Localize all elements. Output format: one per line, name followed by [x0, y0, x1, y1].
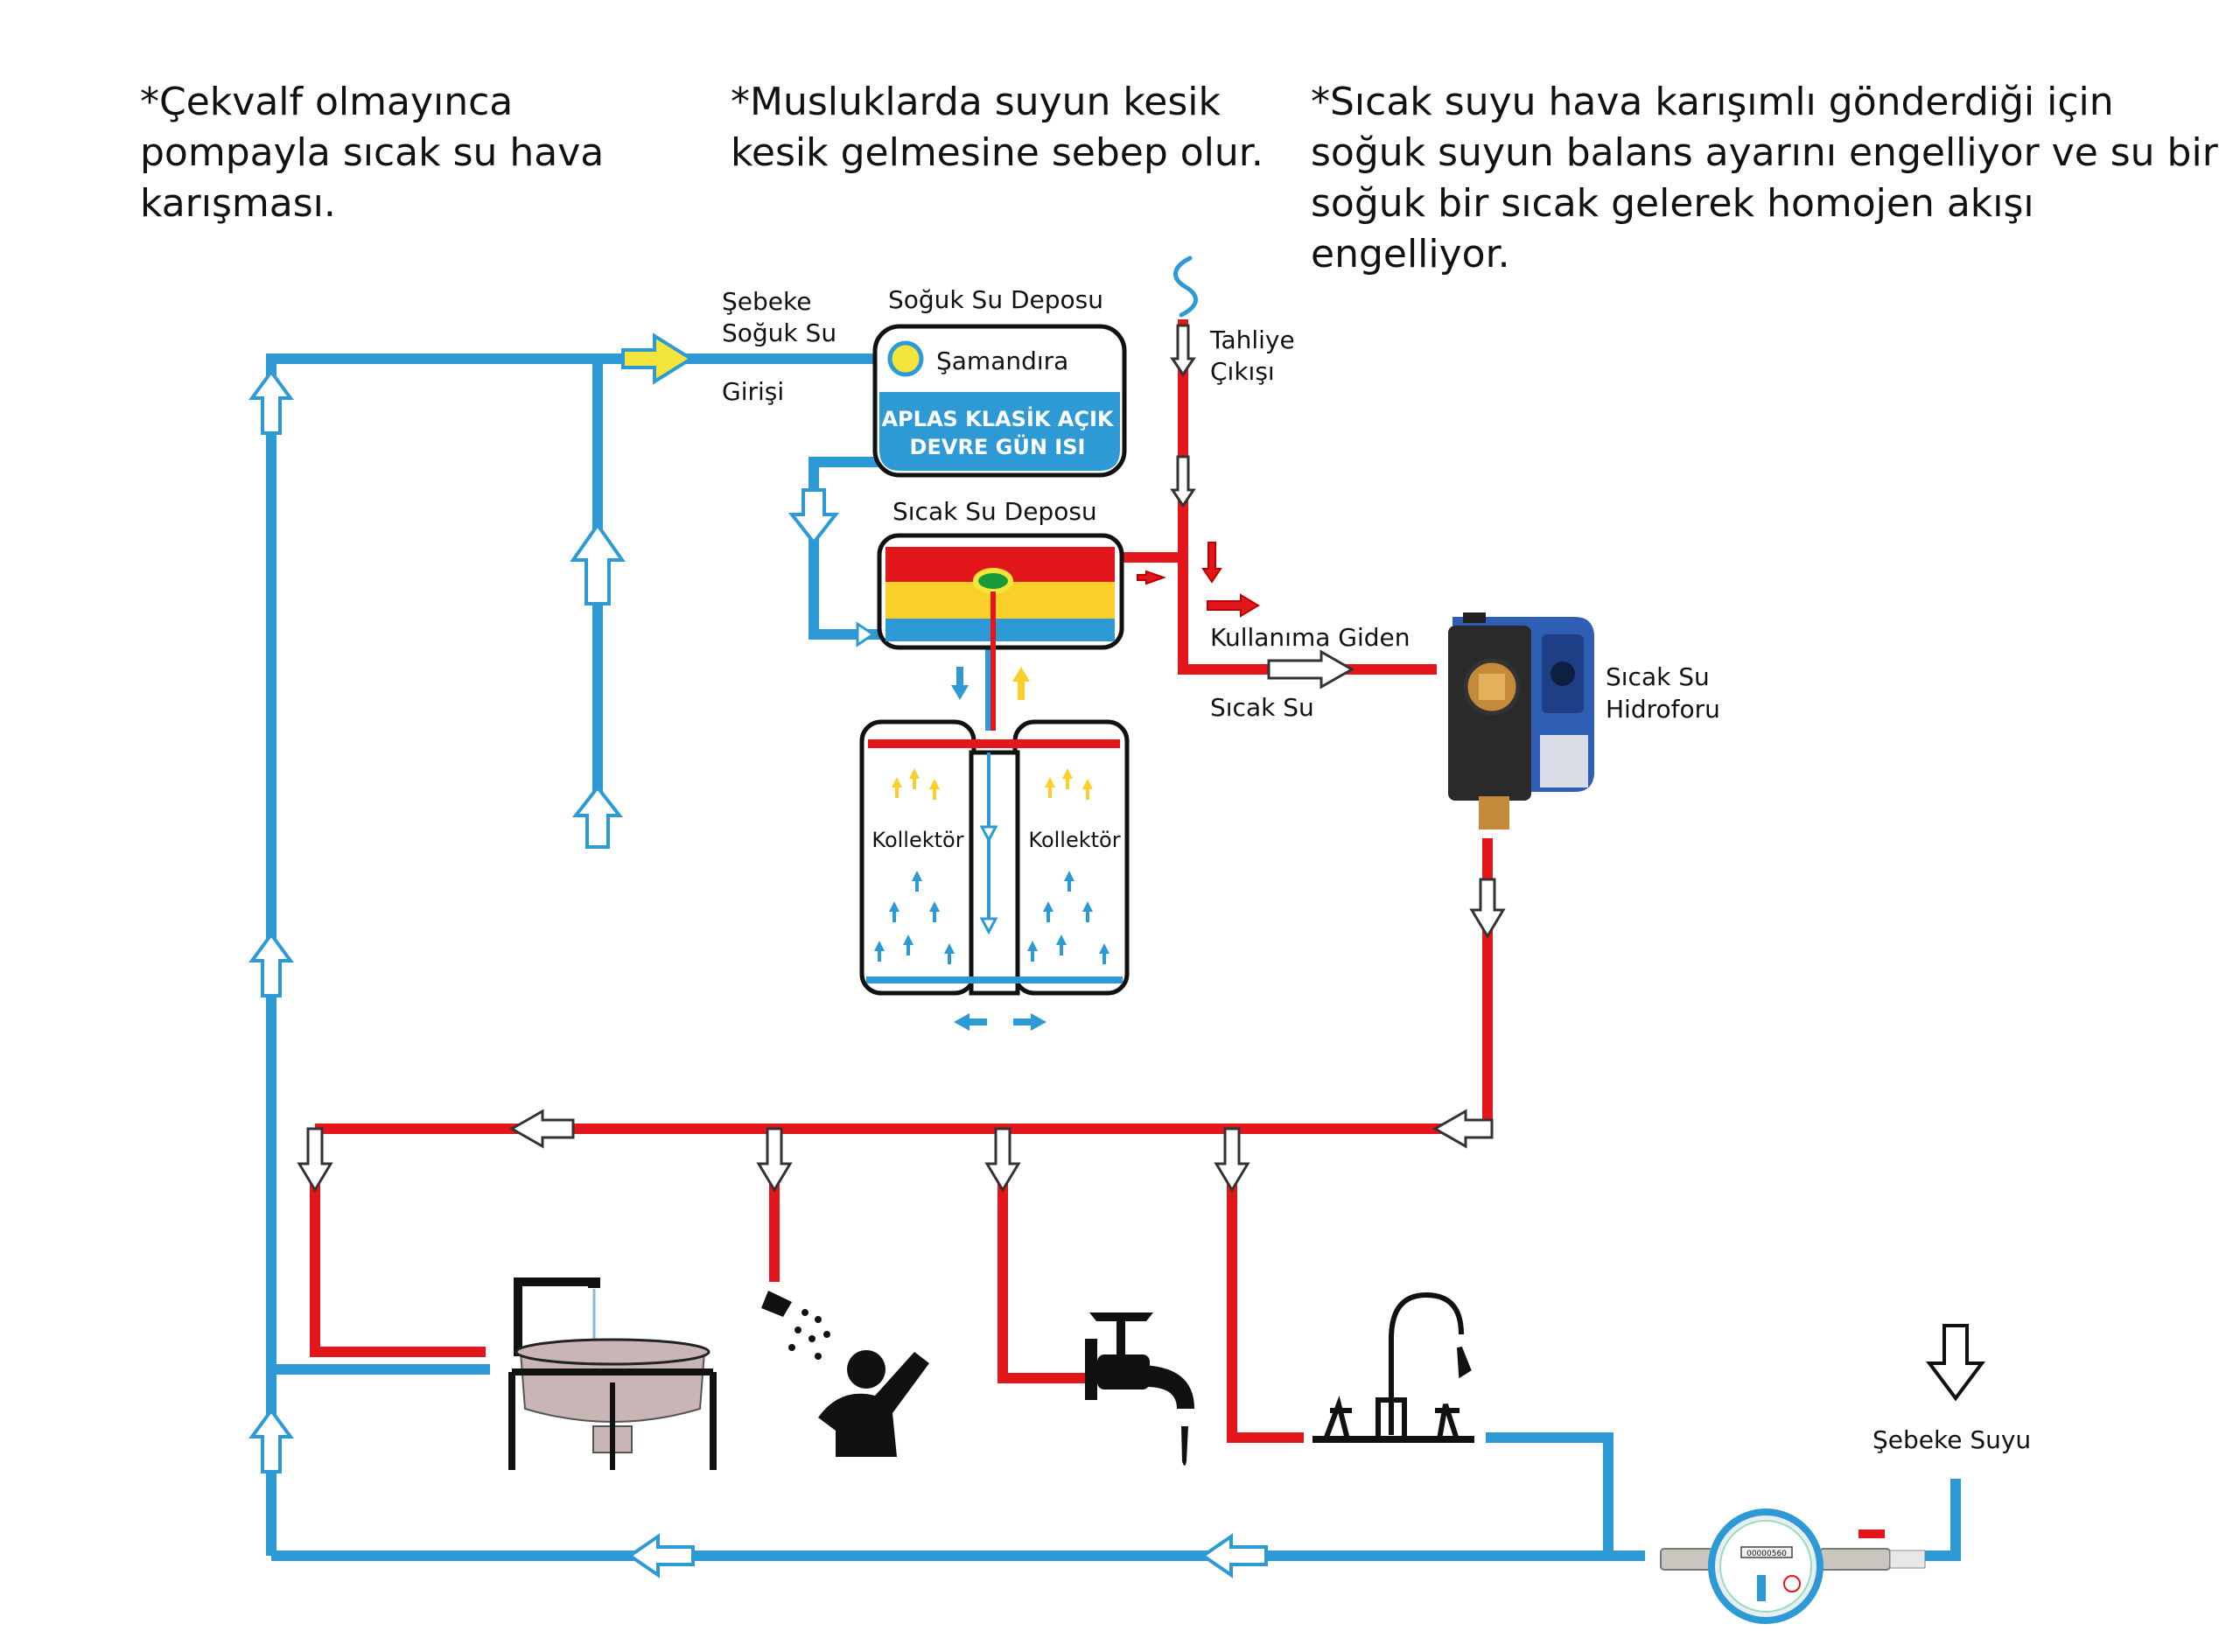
diagram-labels: Şebeke Soğuk Su Girişi Soğuk Su Deposu S…: [722, 285, 2031, 1454]
float-label: Şamandıra: [936, 346, 1068, 375]
cold-tank-water: [879, 392, 1120, 471]
meter-digits: 00000560: [1746, 1550, 1787, 1558]
cold-tank-label: Soğuk Su Deposu: [888, 285, 1103, 314]
cold-layer: [886, 619, 1115, 641]
heater-inlet-arrow: [856, 621, 876, 648]
collector-water-arrows: [874, 871, 1110, 1031]
note-taps: *Musluklarda suyun kesik kesik gelmesine…: [731, 80, 1264, 175]
up-flow-arrow: [1012, 667, 1030, 700]
collector-left-label: Kollektör: [872, 828, 963, 852]
cold-water-tank: Şamandıra APLAS KLASİK AÇIK DEVRE GÜN IS…: [872, 324, 1127, 478]
wall-faucet-icon: [1085, 1312, 1194, 1466]
down-flow-arrow: [951, 667, 969, 700]
to-use-label: Kullanıma Giden: [1210, 623, 1410, 652]
tap-hot-pipe: [998, 1129, 1085, 1383]
mains-label-1: Şebeke: [722, 287, 811, 316]
system-label-2: DEVRE GÜN ISI: [910, 433, 1086, 459]
red-flow-arrows: [1137, 542, 1260, 618]
hot-water-booster-pump-icon: [1448, 612, 1594, 830]
mains-inlet-pipe: [1925, 1479, 1961, 1561]
mains-inlet-arrow: [621, 332, 695, 385]
collector-heat-arrows: [892, 768, 1093, 800]
hot-water-tank: [877, 533, 1124, 731]
mains-water-arrow: [1926, 1324, 1985, 1402]
system-label-1: APLAS KLASİK AÇIK: [881, 406, 1114, 431]
flow-arrows-up: [248, 368, 626, 1474]
tank-inlet-ring: [973, 568, 1013, 594]
drain-label-1: Tahliye: [1209, 326, 1295, 354]
float-icon: [887, 340, 924, 377]
sink-cold-pipe: [1486, 1432, 1614, 1556]
hot-water-label: Sıcak Su: [1210, 693, 1314, 722]
sink-hot-pipe: [1227, 1129, 1304, 1443]
flow-arrows-left: [626, 1533, 1268, 1578]
wash-basin-icon: [508, 1278, 717, 1470]
tank-to-heater-pipe: [808, 457, 888, 640]
shower-person-icon: [761, 1291, 929, 1457]
note-balance: *Sıcak suyu hava karışımlı gönderdiği iç…: [1311, 80, 2218, 276]
mains-water-label: Şebeke Suyu: [1872, 1425, 2031, 1454]
vapor-icon: [1173, 256, 1198, 318]
hot-flow-arrows: [297, 324, 1506, 1193]
mains-label-2: Soğuk Su: [722, 318, 836, 347]
collector-middle: [969, 750, 1020, 996]
note-checkvalve: *Çekvalf olmayınca pompayla sıcak su hav…: [140, 80, 605, 226]
pump-label-1: Sıcak Su: [1606, 662, 1710, 691]
sink-faucet-icon: [1312, 1292, 1474, 1443]
hot-tank-label: Sıcak Su Deposu: [892, 497, 1097, 526]
mains-label-3: Girişi: [722, 377, 784, 406]
drain-label-2: Çıkışı: [1210, 357, 1275, 386]
tank-down-arrow: [788, 488, 840, 546]
collector-right-label: Kollektör: [1028, 828, 1120, 852]
pump-label-2: Hidroforu: [1606, 695, 1720, 724]
basin-hot-pipe: [310, 1129, 486, 1357]
water-meter-icon: 00000560: [1660, 1508, 1926, 1624]
